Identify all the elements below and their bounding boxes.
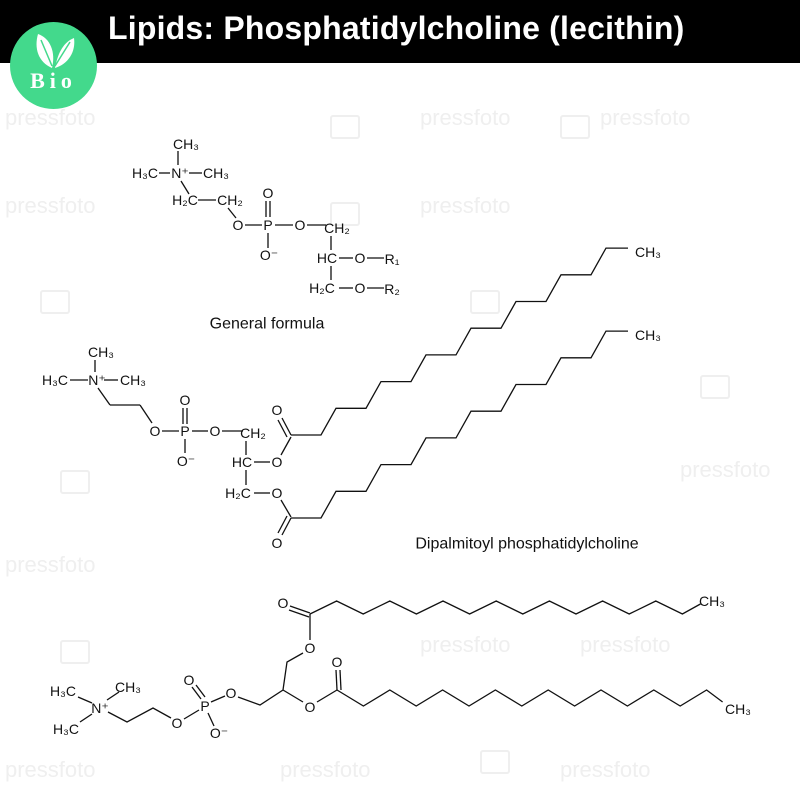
atom-label: CH₃ xyxy=(203,165,229,181)
title-bar: Lipids: Phosphatidylcholine (lecithin) xyxy=(0,0,800,63)
atom-label: O xyxy=(226,685,237,701)
atom-label: R₁ xyxy=(385,251,400,267)
watermark-camera-icon xyxy=(40,290,70,314)
watermark-text: pressfoto xyxy=(5,552,96,577)
atom-label: O xyxy=(272,535,283,551)
atom-label: P xyxy=(180,423,189,439)
watermark-camera-icon xyxy=(560,115,590,139)
atom-label: O xyxy=(180,392,191,408)
atom-label: O xyxy=(150,423,161,439)
atom-label: CH₃ xyxy=(635,244,661,260)
atom-label: H₃C xyxy=(42,372,68,388)
watermark-text: pressfoto xyxy=(420,105,511,130)
page-title: Lipids: Phosphatidylcholine (lecithin) xyxy=(108,10,685,46)
atom-label: H₃C xyxy=(53,721,79,737)
watermark-text: pressfoto xyxy=(580,632,671,657)
atom-label: O xyxy=(263,185,274,201)
atom-label: H₂C xyxy=(225,485,251,501)
watermark-text: pressfoto xyxy=(5,757,96,782)
atom-label: O xyxy=(295,217,306,233)
watermark-camera-icon xyxy=(700,375,730,399)
atom-label: CH₃ xyxy=(699,593,725,609)
atom-label: O xyxy=(355,250,366,266)
atom-label: CH₃ xyxy=(635,327,661,343)
atom-label: HC xyxy=(317,250,337,266)
atom-label: P xyxy=(200,698,209,714)
watermark-text: pressfoto xyxy=(680,457,771,482)
atom-label: O xyxy=(332,654,343,670)
watermark-camera-icon xyxy=(60,470,90,494)
watermark-text: pressfoto xyxy=(560,757,651,782)
watermark-camera-icon xyxy=(330,202,360,226)
watermark-text: pressfoto xyxy=(280,757,371,782)
atom-label: H₃C xyxy=(132,165,158,181)
skeletal-pc-structure: CH₃ H₃C N⁺ H₃C O P O O⁻ O O O O O CH₃ CH… xyxy=(50,593,751,741)
atom-label: CH₃ xyxy=(173,136,199,152)
logo-text: Bio xyxy=(30,68,77,93)
dipalmitoyl-pc-structure: CH₃ H₃C N⁺ CH₃ O P O O⁻ O CH₂ HC O H₂C O… xyxy=(42,244,661,553)
atom-label: O xyxy=(172,715,183,731)
atom-label: O xyxy=(355,280,366,296)
watermark-text: pressfoto xyxy=(5,193,96,218)
atom-label: O xyxy=(233,217,244,233)
atom-label: H₂C xyxy=(172,192,198,208)
atom-label: N⁺ xyxy=(88,372,106,388)
atom-label: R₂ xyxy=(384,281,400,297)
atom-label: O xyxy=(305,640,316,656)
palmitoyl-chain xyxy=(291,247,628,436)
palmitoyl-chain xyxy=(309,600,701,615)
atom-label: O⁻ xyxy=(177,453,195,469)
atom-label: CH₃ xyxy=(115,679,141,695)
atom-label: O xyxy=(184,672,195,688)
atom-label: O xyxy=(272,454,283,470)
watermark-text: pressfoto xyxy=(420,632,511,657)
palmitoyl-chain xyxy=(291,330,628,519)
watermark-text: pressfoto xyxy=(600,105,691,130)
watermark-text: pressfoto xyxy=(420,193,511,218)
atom-label: O⁻ xyxy=(210,725,228,741)
atom-label: O xyxy=(305,699,316,715)
watermark-camera-icon xyxy=(330,115,360,139)
atom-label: O xyxy=(210,423,221,439)
atom-label: CH₂ xyxy=(217,192,243,208)
watermark-text: pressfoto xyxy=(5,105,96,130)
atom-label: CH₂ xyxy=(324,220,350,236)
palmitoyl-chain xyxy=(336,689,723,707)
watermark-camera-icon xyxy=(480,750,510,774)
leaf-icon xyxy=(36,34,75,68)
structure-caption: General formula xyxy=(210,316,325,333)
watermark-camera-icon xyxy=(60,640,90,664)
atom-label: CH₂ xyxy=(240,425,266,441)
atom-label: O xyxy=(278,595,289,611)
bio-logo: Bio xyxy=(10,22,97,109)
atom-label: O xyxy=(272,402,283,418)
atom-label: H₂C xyxy=(309,280,335,296)
watermark-camera-icon xyxy=(470,290,500,314)
atom-label: N⁺ xyxy=(171,165,189,181)
atom-label: O xyxy=(272,485,283,501)
atom-label: CH₃ xyxy=(725,701,751,717)
atom-label: H₃C xyxy=(50,683,76,699)
atom-label: P xyxy=(263,217,272,233)
atom-label: CH₃ xyxy=(88,344,114,360)
atom-label: HC xyxy=(232,454,252,470)
atom-label: CH₃ xyxy=(120,372,146,388)
structure-caption: Dipalmitoyl phosphatidylcholine xyxy=(415,536,638,553)
atom-label: N⁺ xyxy=(91,700,109,716)
general-formula-structure: CH₃ H₃C N⁺ CH₃ H₂C CH₂ O P O O⁻ O CH₂ HC… xyxy=(132,136,400,333)
atom-label: O⁻ xyxy=(260,247,278,263)
